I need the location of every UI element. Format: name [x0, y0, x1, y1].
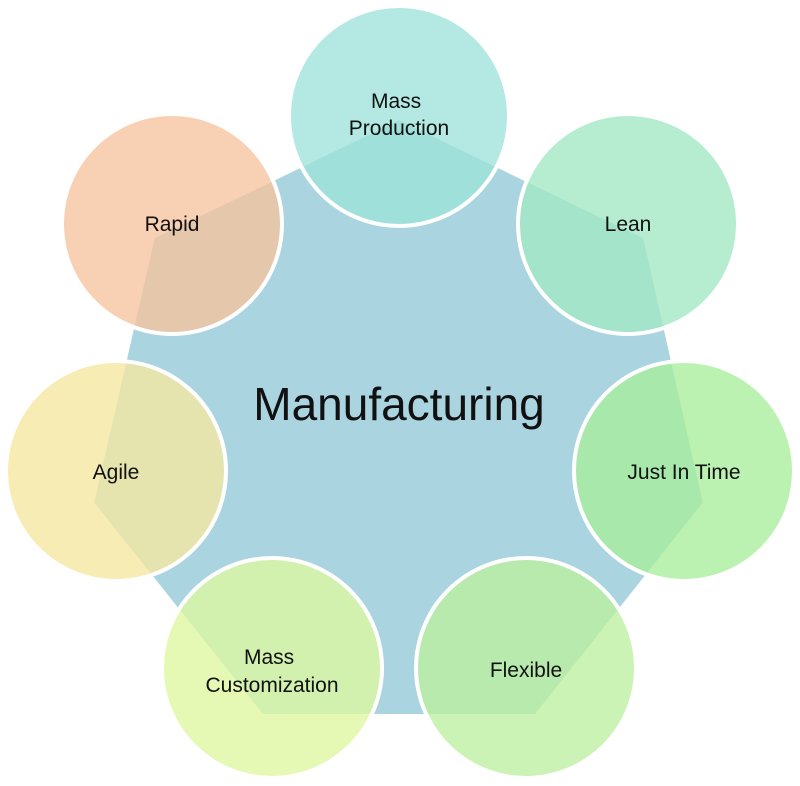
label-mass-customization: Mass Customization [205, 646, 338, 697]
label-just-in-time: Just In Time [627, 461, 740, 484]
circle-flexible [414, 556, 638, 780]
label-lean: Lean [605, 213, 652, 236]
circle-just-in-time [572, 359, 796, 583]
circle-lean [516, 112, 740, 336]
label-flexible: Flexible [490, 659, 562, 682]
label-mass-production: Mass Production [349, 90, 449, 140]
circle-mass-customization [160, 556, 384, 780]
label-rapid: Rapid [145, 213, 200, 236]
label-agile: Agile [93, 461, 140, 484]
circle-mass-production [287, 4, 511, 228]
circle-rapid [60, 112, 284, 336]
circle-agile [4, 359, 228, 583]
center-label: Manufacturing [253, 378, 545, 430]
